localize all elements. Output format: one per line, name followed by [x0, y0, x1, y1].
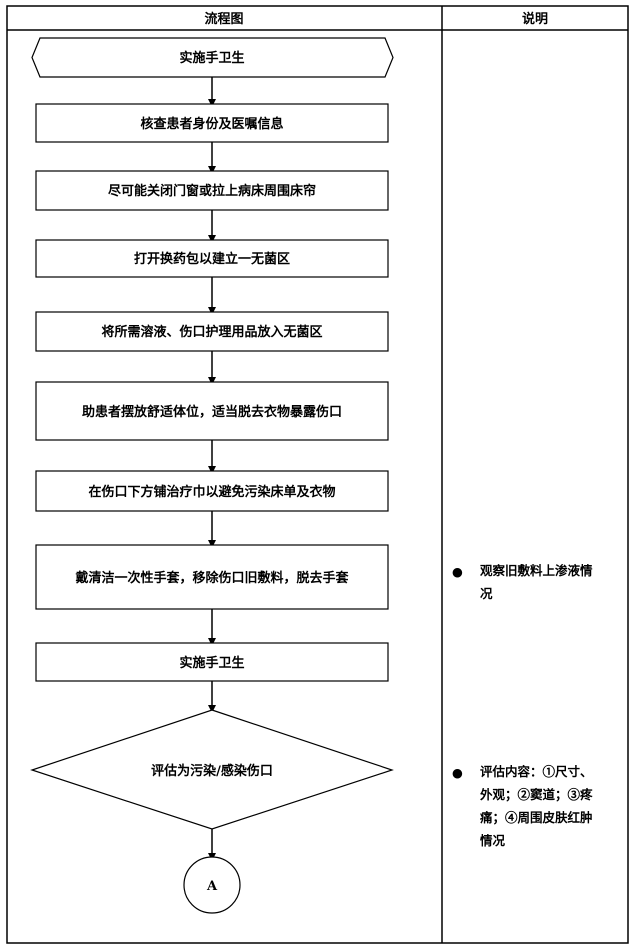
note-2-line-3: 痛；④周围皮肤红肿 [479, 810, 593, 825]
note-1-line-2: 况 [480, 586, 493, 601]
step-box-6: 在伤口下方铺治疗巾以避免污染床单及衣物 [35, 470, 389, 512]
step-label-4: 将所需溶液、伤口护理用品放入无菌区 [101, 324, 322, 340]
note-1: ● 观察旧敷料上渗液情 况 [452, 563, 593, 601]
step-box-3: 打开换药包以建立一无菌区 [35, 239, 389, 278]
step-box-2: 尽可能关闭门窗或拉上病床周围床帘 [35, 170, 389, 211]
connector-circle: A [183, 856, 241, 914]
step-box-5: 助患者摆放舒适体位，适当脱去衣物暴露伤口 [35, 381, 389, 441]
step-label-3: 打开换药包以建立一无菌区 [134, 251, 290, 267]
decision-label: 评估为污染/感染伤口 [151, 763, 273, 779]
note-2-bullet: ● [452, 765, 463, 780]
step-box-8: 实施手卫生 [35, 642, 389, 682]
step-label-6: 在伤口下方铺治疗巾以避免污染床单及衣物 [88, 484, 335, 500]
note-2-line-1: 评估内容：①尺寸、 [480, 764, 593, 779]
step-label-8: 实施手卫生 [179, 655, 244, 671]
step-label-5: 助患者摆放舒适体位，适当脱去衣物暴露伤口 [82, 404, 342, 420]
connector-label: A [206, 879, 218, 894]
step-box-4: 将所需溶液、伤口护理用品放入无菌区 [35, 311, 389, 352]
step-box-1: 核查患者身份及医嘱信息 [35, 103, 389, 143]
note-1-bullet: ● [452, 564, 463, 579]
start-label: 实施手卫生 [179, 50, 244, 66]
start-shape [31, 37, 394, 78]
note-1-line-1: 观察旧敷料上渗液情 [480, 563, 593, 578]
step-label-2: 尽可能关闭门窗或拉上病床周围床帘 [108, 183, 316, 199]
header-note: 说明 [522, 11, 548, 27]
step-label-1: 核查患者身份及医嘱信息 [140, 116, 283, 132]
step-label-7: 戴清洁一次性手套，移除伤口旧敷料，脱去手套 [75, 570, 349, 586]
table-frame [6, 5, 629, 944]
header-flow: 流程图 [204, 11, 243, 27]
decision-diamond: 评估为污染/感染伤口 [30, 709, 394, 830]
step-box-7: 戴清洁一次性手套，移除伤口旧敷料，脱去手套 [35, 544, 389, 610]
note-2: ● 评估内容：①尺寸、 外观；②窦道；③疼 痛；④周围皮肤红肿 情况 [452, 764, 593, 848]
note-2-line-2: 外观；②窦道；③疼 [479, 787, 593, 802]
note-2-line-4: 情况 [480, 833, 506, 848]
